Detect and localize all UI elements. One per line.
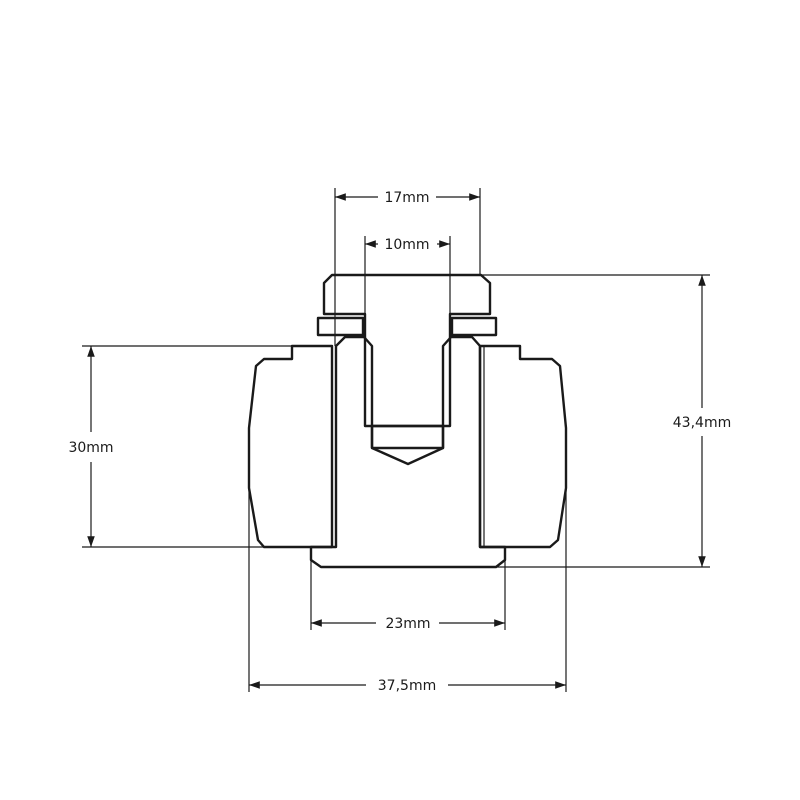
dimension-top-width: 17mm: [335, 190, 480, 206]
washer-left: [316, 316, 365, 337]
dimension-top-width-label: 17mm: [384, 190, 429, 206]
dimension-overall-height-label: 43,4mm: [673, 415, 731, 431]
central-sleeve: [309, 335, 507, 569]
dimension-sleeve-width-label: 23mm: [385, 616, 430, 632]
dimension-sleeve-width: 23mm: [311, 616, 505, 632]
extension-lines: [82, 188, 710, 692]
screw: [322, 273, 492, 428]
dimension-overall-height: 43,4mm: [673, 275, 731, 567]
dimension-bore-width-label: 10mm: [384, 237, 429, 253]
dimension-bore-width: 10mm: [365, 237, 450, 253]
dimension-outer-width-label: 37,5mm: [378, 678, 436, 694]
washer-right: [450, 316, 498, 337]
dimension-body-height-label: 30mm: [68, 440, 113, 456]
outer-body-left: [247, 344, 334, 549]
bore-bottom: [370, 424, 445, 450]
outer-body-right: [478, 344, 568, 549]
dimension-outer-width: 37,5mm: [249, 678, 566, 694]
dimension-body-height: 30mm: [68, 346, 114, 547]
